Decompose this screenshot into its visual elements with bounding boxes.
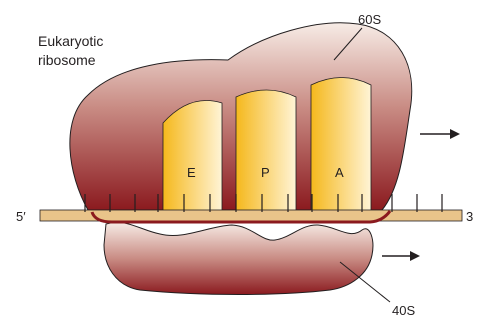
label-five-prime: 5′ xyxy=(16,209,26,224)
diagram-title-line2: ribosome xyxy=(38,52,96,68)
label-site-e: E xyxy=(187,165,196,180)
site-p xyxy=(236,90,296,213)
small-subunit-40s xyxy=(104,222,373,294)
label-three-prime: 3 xyxy=(466,209,473,224)
site-e xyxy=(163,101,222,214)
label-60s: 60S xyxy=(358,12,381,27)
site-a xyxy=(311,78,371,214)
diagram-title-line1: Eukaryotic xyxy=(38,33,103,49)
arrow-large-subunit xyxy=(420,129,460,139)
arrow-small-subunit xyxy=(382,251,420,261)
label-40s: 40S xyxy=(392,303,415,318)
label-site-a: A xyxy=(335,165,344,180)
label-site-p: P xyxy=(261,165,270,180)
mrna-strand xyxy=(40,210,462,221)
